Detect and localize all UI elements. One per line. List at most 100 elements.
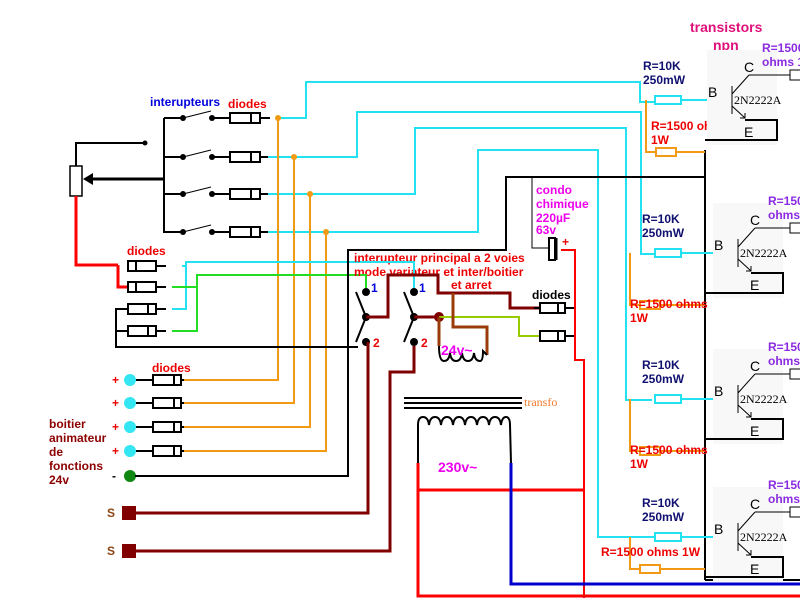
transistor-model: 2N2222A: [740, 392, 788, 406]
transistor-model: 2N2222A: [740, 530, 788, 544]
emitter-resistor-label: R=1500 ohms 1W: [601, 545, 701, 559]
collector-resistor: [789, 69, 800, 81]
input-switch[interactable]: [164, 110, 270, 124]
collector-resistor: [789, 368, 800, 380]
label-diodes-right: diodes: [532, 288, 571, 302]
svg-text:animateur: animateur: [49, 431, 107, 445]
main-switch-pole-1[interactable]: 1 2: [355, 274, 380, 350]
diode: [127, 260, 166, 272]
collector-resistor-label: R=150: [768, 478, 800, 492]
terminal-sign: +: [112, 396, 119, 410]
diode: [127, 281, 166, 293]
main-switch-label-3: et arret: [451, 278, 492, 292]
npn-transistor: 2N2222A B C E: [705, 487, 800, 582]
input-switch[interactable]: [164, 186, 270, 200]
svg-text:chimique: chimique: [536, 197, 589, 211]
pin-c: C: [750, 496, 760, 512]
diode: [229, 112, 270, 124]
label-diodes-left: diodes: [127, 244, 166, 258]
emitter-resistor: [655, 147, 677, 157]
diode: [229, 188, 270, 200]
pin-e: E: [750, 277, 759, 293]
svg-text:220µF: 220µF: [536, 211, 570, 225]
svg-text:boitier: boitier: [49, 417, 86, 431]
pin-b: B: [714, 383, 723, 399]
base-resistor-label: R=10K: [642, 496, 680, 510]
svg-text:1W: 1W: [630, 311, 649, 325]
pin-b: B: [714, 521, 723, 537]
terminal-sign: +: [112, 373, 119, 387]
svg-text:ohms 1: ohms 1: [762, 55, 800, 69]
svg-text:ohms: ohms: [768, 354, 800, 368]
base-resistor-label: 250mW: [642, 226, 685, 240]
base-resistor-label: R=10K: [642, 358, 680, 372]
pin-c: C: [744, 59, 754, 75]
transformer: [404, 345, 522, 464]
svg-text:1W: 1W: [630, 457, 649, 471]
svg-text:2: 2: [373, 336, 380, 350]
base-resistor-label: R=10K: [643, 59, 681, 73]
title-transistors: transistors: [690, 19, 763, 35]
collector-resistor-label: R=150: [768, 194, 800, 208]
terminal-sign: S: [107, 544, 115, 558]
label-transfo: transfo: [524, 395, 557, 409]
svg-text:de: de: [49, 445, 63, 459]
input-switch[interactable]: [164, 224, 270, 238]
wiper-arrow-icon: [83, 173, 93, 185]
base-resistor: [654, 394, 682, 404]
capacitor-chimique: +: [548, 235, 569, 261]
svg-text:1: 1: [419, 281, 426, 295]
base-resistor-label: 250mW: [642, 510, 685, 524]
terminal-sign: S: [107, 506, 115, 520]
diode: [539, 330, 575, 342]
label-diodes-top: diodes: [228, 97, 267, 111]
pin-e: E: [750, 561, 759, 577]
svg-text:fonctions: fonctions: [49, 459, 103, 473]
svg-text:ohms: ohms: [768, 208, 800, 222]
svg-text:2: 2: [421, 336, 428, 350]
terminal-ground[interactable]: -: [112, 469, 136, 483]
pin-e: E: [744, 124, 753, 140]
collector-resistor: [789, 222, 800, 234]
base-resistor-label: 250mW: [642, 372, 685, 386]
label-diodes-bottom: diodes: [152, 361, 191, 375]
terminal-input[interactable]: +: [112, 420, 184, 434]
diode: [118, 303, 166, 315]
base-resistor: [654, 248, 682, 258]
input-switch[interactable]: [164, 149, 270, 163]
pin-e: E: [750, 423, 759, 439]
svg-text:24v: 24v: [49, 473, 69, 487]
terminal-input[interactable]: +: [112, 444, 184, 458]
diode: [229, 226, 270, 238]
base-resistor: [654, 532, 682, 542]
svg-text:condo: condo: [536, 183, 572, 197]
main-switch-pole-2[interactable]: 1 2: [362, 261, 428, 350]
terminal-output[interactable]: S: [107, 544, 136, 558]
collector-resistor: [789, 506, 800, 518]
title-npn: npn: [713, 37, 739, 53]
label-24v: 24v~: [441, 342, 473, 358]
emitter-resistor-label: R=1500 ohms: [630, 443, 708, 457]
emitter-resistor: [639, 564, 661, 574]
emitter-resistor-label: R=1500 ohms: [630, 297, 708, 311]
transistor-model: 2N2222A: [734, 93, 782, 107]
potentiometer: [69, 140, 165, 289]
svg-text:ohms: ohms: [768, 492, 800, 506]
diode: [229, 151, 270, 163]
pin-b: B: [714, 237, 723, 253]
pin-c: C: [750, 212, 760, 228]
svg-text:1: 1: [371, 281, 378, 295]
terminal-input[interactable]: +: [112, 373, 184, 387]
diode: [534, 302, 575, 314]
terminal-output[interactable]: S: [107, 506, 136, 520]
collector-resistor-label: R=150: [768, 340, 800, 354]
terminal-sign: +: [112, 444, 119, 458]
label-230v: 230v~: [438, 459, 477, 475]
terminal-input[interactable]: +: [112, 396, 184, 410]
